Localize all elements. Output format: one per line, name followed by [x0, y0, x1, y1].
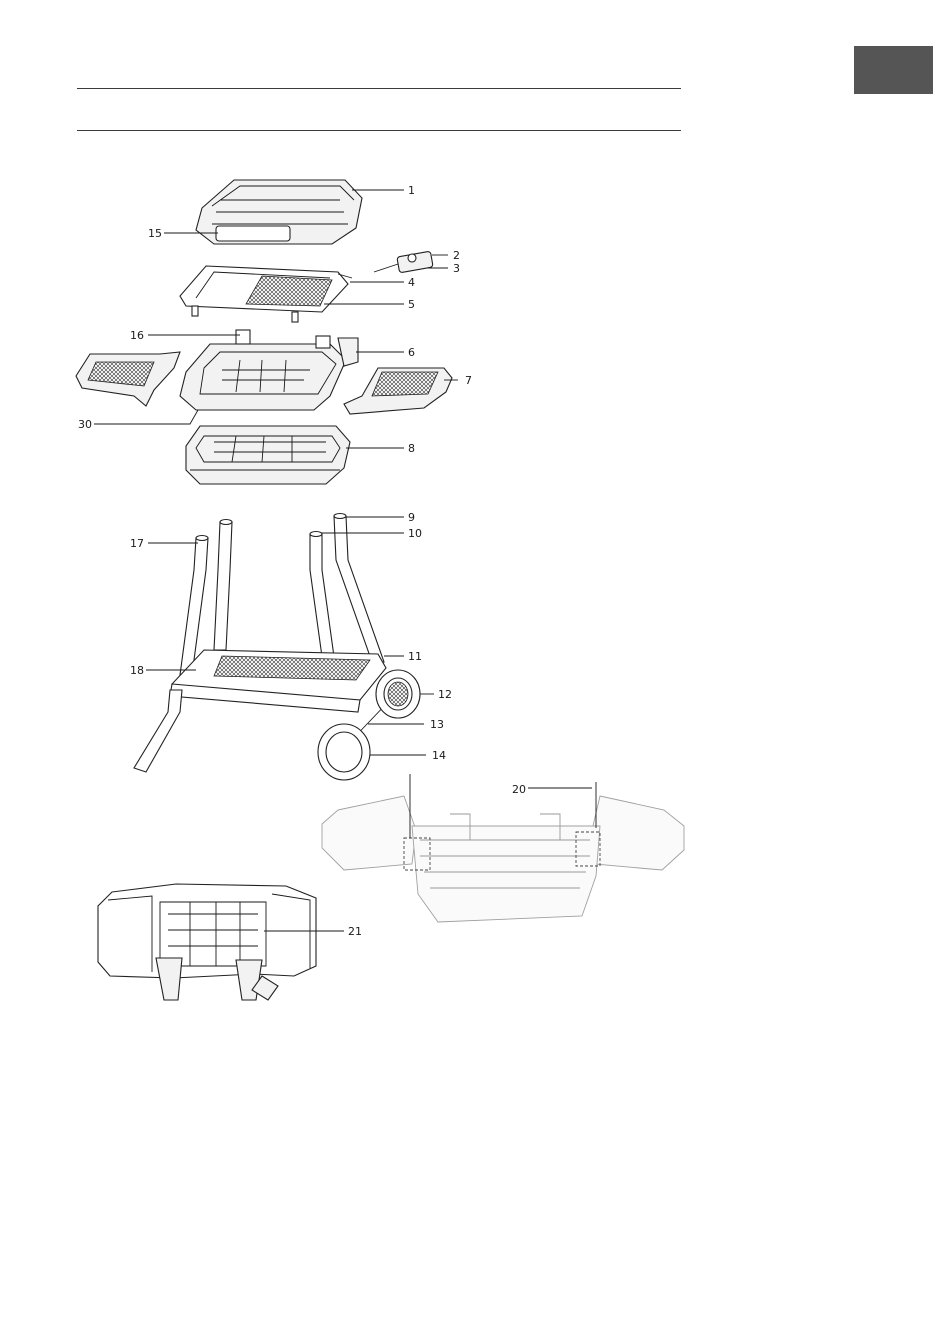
part-wheel-lower — [318, 724, 370, 780]
label-part-3: 3 — [453, 262, 460, 275]
label-part-11: 11 — [408, 650, 422, 663]
part-thermostat — [374, 251, 433, 273]
part-grill-plate — [180, 266, 352, 322]
label-part-20: 20 — [512, 783, 526, 796]
label-part-14: 14 — [432, 749, 446, 762]
part-side-table-left — [76, 352, 180, 406]
label-part-7: 7 — [465, 374, 472, 387]
assembly-view-top — [322, 774, 684, 922]
label-part-15: 15 — [148, 227, 162, 240]
label-part-4: 4 — [408, 276, 415, 289]
label-part-5: 5 — [408, 298, 415, 311]
assembly-view-bottom — [98, 884, 316, 1000]
label-part-13: 13 — [430, 718, 444, 731]
label-part-1: 1 — [408, 184, 415, 197]
label-part-18: 18 — [130, 664, 144, 677]
label-part-9: 9 — [408, 511, 415, 524]
label-part-12: 12 — [438, 688, 452, 701]
label-part-10: 10 — [408, 527, 422, 540]
part-lid — [196, 180, 362, 244]
label-part-21: 21 — [348, 925, 362, 938]
label-part-16: 16 — [130, 329, 144, 342]
label-part-8: 8 — [408, 442, 415, 455]
part-wheel-upper — [376, 670, 420, 718]
label-part-6: 6 — [408, 346, 415, 359]
label-part-30: 30 — [78, 418, 92, 431]
part-side-table-right — [344, 368, 452, 414]
part-housing — [180, 330, 358, 410]
label-part-17: 17 — [130, 537, 144, 550]
part-base — [186, 426, 350, 484]
label-part-2: 2 — [453, 249, 460, 262]
